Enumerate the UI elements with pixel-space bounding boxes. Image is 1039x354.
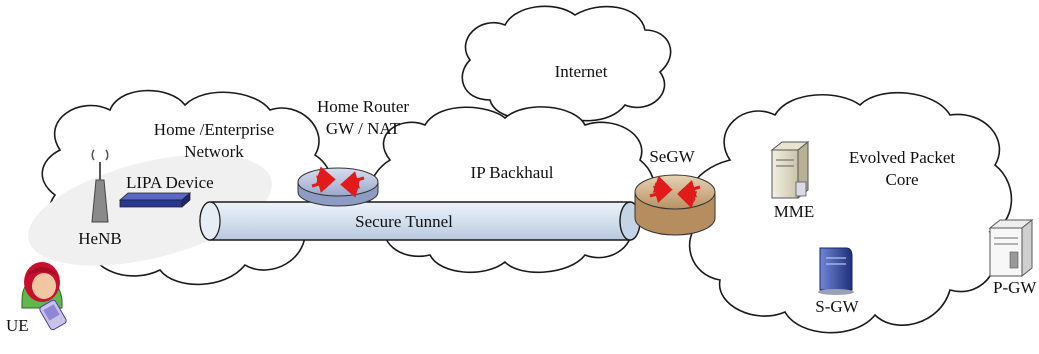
- home-router-label-line1: Home Router: [316, 97, 410, 116]
- ip-backhaul-label: IP Backhaul: [470, 163, 554, 182]
- sgw-label: S-GW: [815, 297, 859, 316]
- internet-label: Internet: [554, 62, 608, 81]
- ip-backhaul-cloud: [368, 106, 656, 274]
- home-router-icon: [297, 166, 379, 207]
- home-network-label-line1: Home /Enterprise: [153, 120, 275, 139]
- epc-label-line2: Core: [885, 170, 919, 189]
- mme-label: MME: [773, 202, 815, 221]
- secure-tunnel-label: Secure Tunnel: [355, 212, 453, 231]
- lipa-device-label: LIPA Device: [126, 173, 214, 192]
- home-router-label-line2: GW / NAT: [325, 119, 401, 138]
- mme-server-icon: [770, 140, 810, 200]
- ue-user-icon: [21, 262, 67, 331]
- lipa-device-icon: [118, 192, 192, 208]
- sgw-server-icon: [818, 247, 854, 295]
- secure-tunnel: [199, 201, 641, 241]
- epc-label-line1: Evolved Packet: [848, 148, 956, 167]
- segw-label: SeGW: [649, 147, 695, 166]
- henb-antenna-icon: [91, 149, 109, 223]
- pgw-server-icon: [988, 218, 1034, 278]
- home-network-label-line2: Network: [184, 142, 244, 161]
- henb-label: HeNB: [78, 229, 122, 248]
- pgw-label: P-GW: [993, 278, 1037, 297]
- segw-router-icon: [634, 174, 716, 236]
- ue-label: UE: [6, 316, 29, 335]
